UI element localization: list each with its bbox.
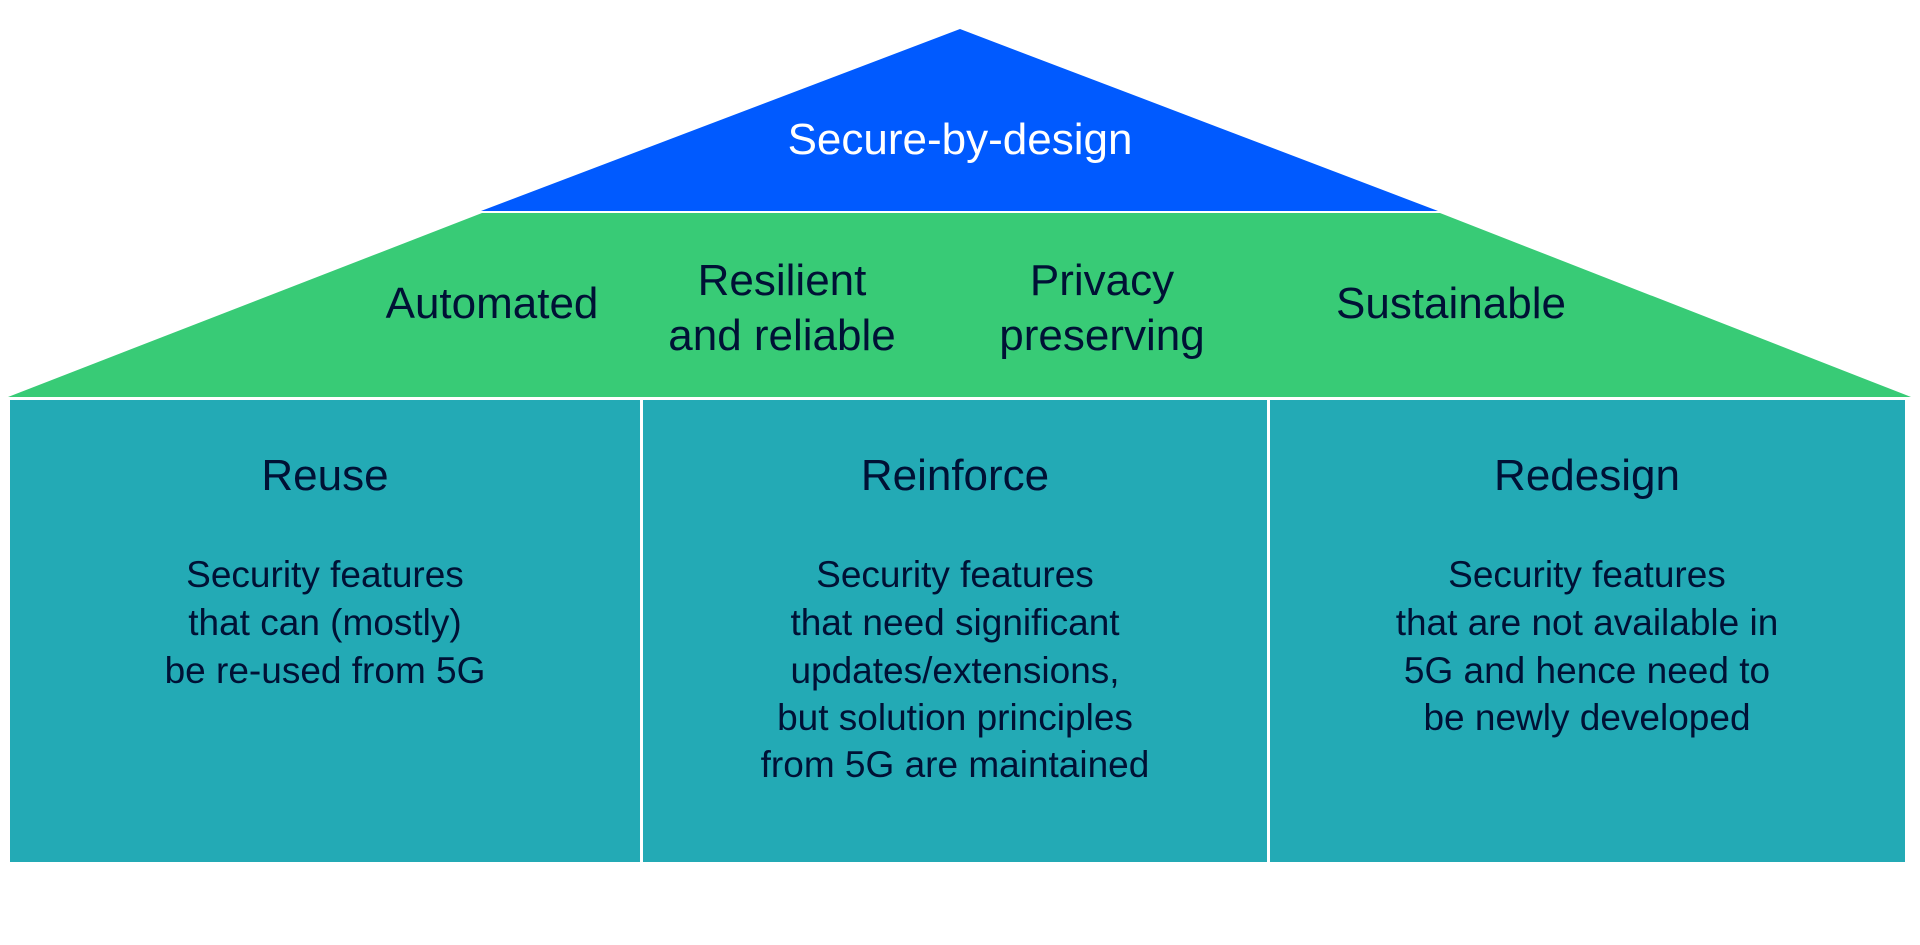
column-reinforce <box>643 400 1267 862</box>
column-body-line: that are not available in <box>1396 602 1779 643</box>
column-body-line: Security features <box>1448 554 1726 595</box>
principle-automated: Automated <box>386 279 599 328</box>
principle-resilient-line-1: Resilient <box>698 256 867 305</box>
column-body-line: that can (mostly) <box>188 602 461 643</box>
column-body-line: that need significant <box>790 602 1120 643</box>
principle-privacy-line-1: Privacy <box>1030 256 1174 305</box>
column-title-reinforce: Reinforce <box>861 451 1049 500</box>
column-body-line: Security features <box>816 554 1094 595</box>
column-body-line: be re-used from 5G <box>165 650 486 691</box>
column-body-line: 5G and hence need to <box>1404 650 1770 691</box>
principle-privacy-line-2: preserving <box>999 311 1204 360</box>
column-body-line: from 5G are maintained <box>761 744 1150 785</box>
column-reuse <box>10 400 640 862</box>
column-body-line: Security features <box>186 554 464 595</box>
column-body-line: updates/extensions, <box>790 650 1119 691</box>
column-title-redesign: Redesign <box>1494 451 1680 500</box>
principle-sustainable: Sustainable <box>1336 279 1566 328</box>
column-redesign <box>1270 400 1905 862</box>
principle-resilient-line-2: and reliable <box>668 311 896 360</box>
column-title-reuse: Reuse <box>261 451 388 500</box>
principles-band <box>8 213 1911 397</box>
column-body-line: but solution principles <box>777 697 1133 738</box>
roof-title: Secure-by-design <box>788 115 1133 164</box>
roof-triangle <box>481 29 1438 211</box>
column-body-line: be newly developed <box>1423 697 1750 738</box>
